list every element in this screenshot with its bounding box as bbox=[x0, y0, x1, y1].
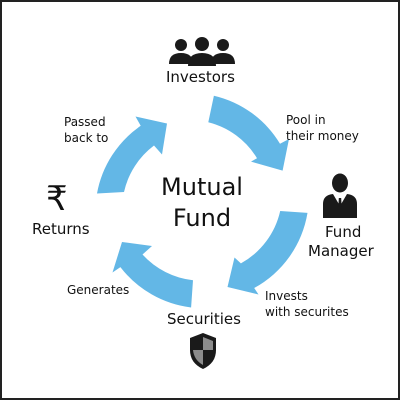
group-icon bbox=[169, 37, 235, 66]
ring-arrow-securities-to-returns bbox=[112, 242, 193, 308]
node-returns-label: Returns bbox=[32, 220, 90, 238]
node-securities-label: Securities bbox=[167, 310, 241, 328]
ring-arrow-returns-to-investors bbox=[97, 116, 167, 194]
rupee-icon: ₹ bbox=[46, 179, 68, 219]
edge-invests-line2: with securites bbox=[265, 305, 349, 319]
node-fund-manager-line2: Manager bbox=[308, 242, 374, 260]
edge-passed-back-line2: back to bbox=[64, 131, 109, 145]
businessman-icon bbox=[323, 173, 357, 218]
edge-generates-label: Generates bbox=[67, 283, 130, 297]
ring-arrow-investors-to-manager bbox=[208, 95, 289, 171]
edge-passed-back-line1: Passed bbox=[64, 115, 106, 129]
edge-invests-line1: Invests bbox=[265, 289, 308, 303]
node-investors-label: Investors bbox=[166, 68, 235, 86]
ring-arrow-manager-to-securities bbox=[227, 211, 308, 295]
shield-icon bbox=[190, 333, 216, 369]
center-title-line1: Mutual bbox=[161, 173, 243, 201]
center-title-line2: Fund bbox=[172, 204, 232, 232]
edge-pool-line1: Pool in bbox=[286, 113, 326, 127]
node-fund-manager-line1: Fund bbox=[325, 223, 362, 241]
edge-pool-line2: their money bbox=[286, 129, 359, 143]
